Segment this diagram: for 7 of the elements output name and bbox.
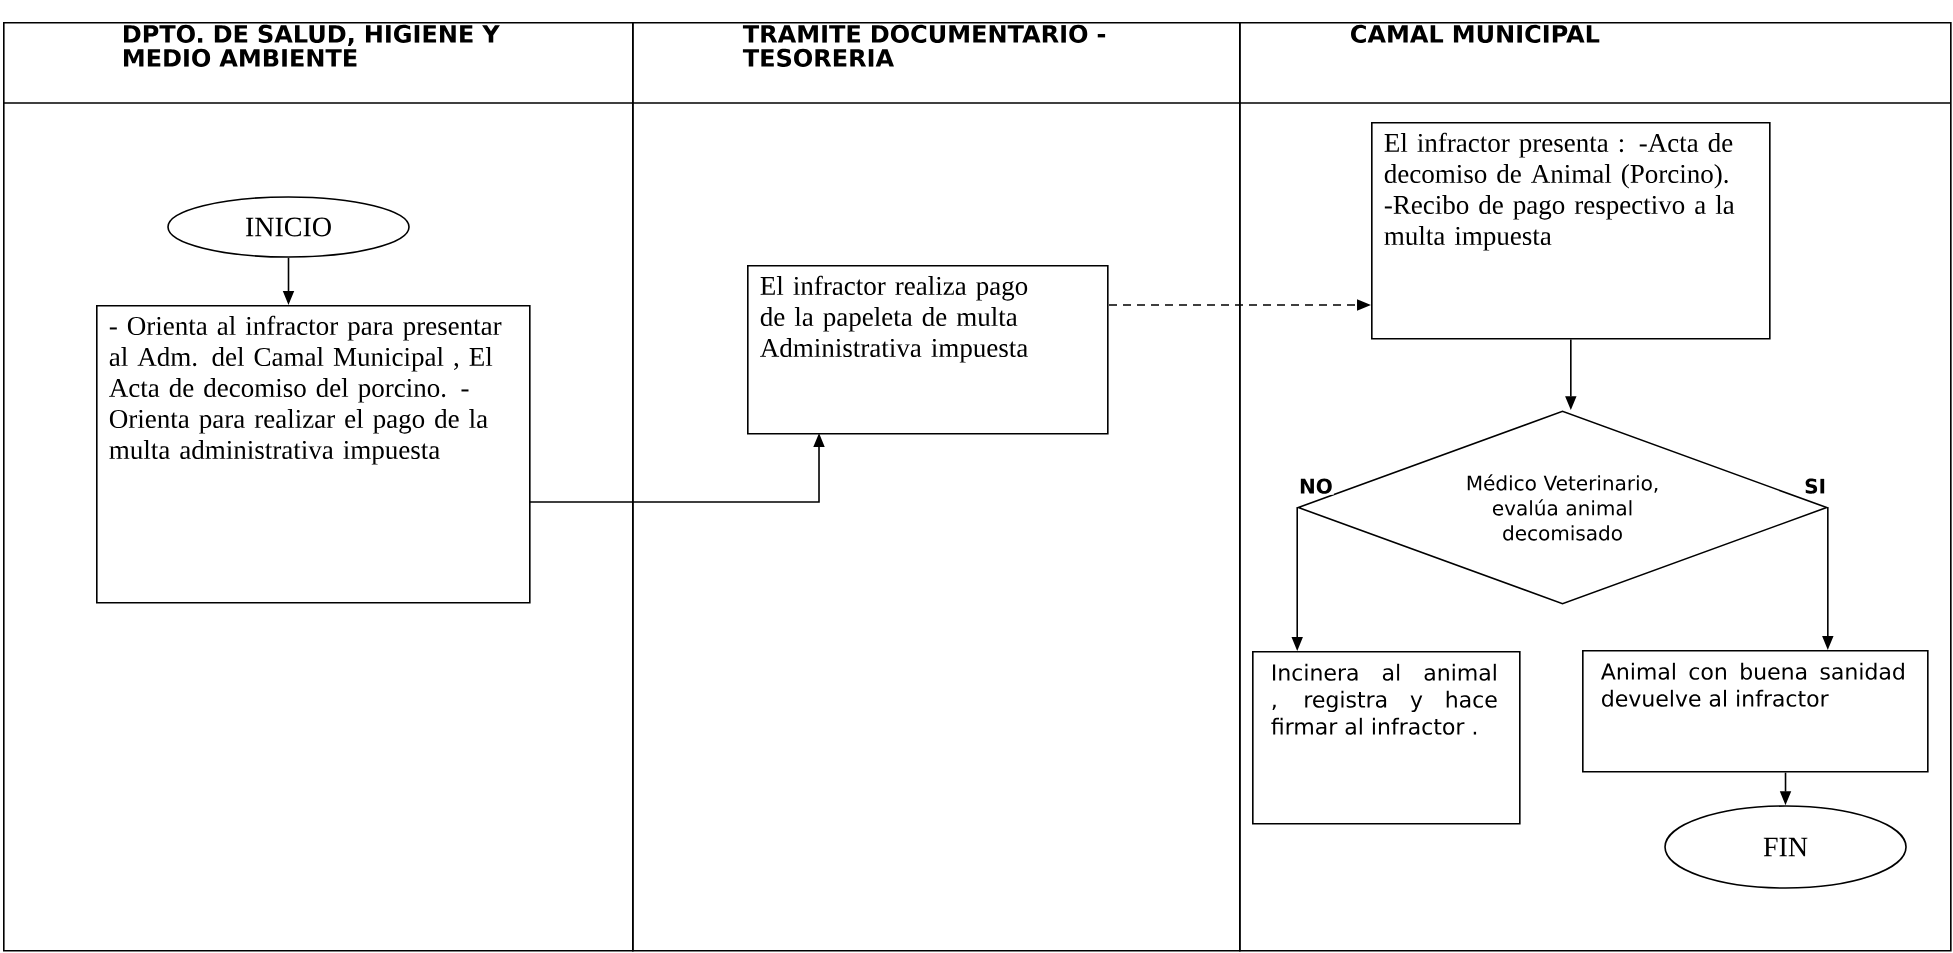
process-box: Animal con buena sanidad devuelve al infractor — [1582, 650, 1929, 773]
process-box: - Orienta al infractor para presentar al Adm. del Camal Municipal , El Acta de decomiso del porcino. - Orienta para realizar el pago de la multa administrativa impuesta — [96, 305, 531, 604]
process-box: El infractor realiza pago de la papeleta de multa Administrativa impuesta — [747, 265, 1109, 435]
edge-label: NO — [1298, 477, 1334, 495]
process-box: El infractor presenta : -Acta de decomiso de Animal (Porcino). -Recibo de pago respectivo a la multa impuesta — [1371, 122, 1771, 340]
edge-label: SI — [1803, 477, 1828, 495]
process-box: Incinera al animal , registra y hace firmar al infractor . — [1252, 651, 1521, 825]
